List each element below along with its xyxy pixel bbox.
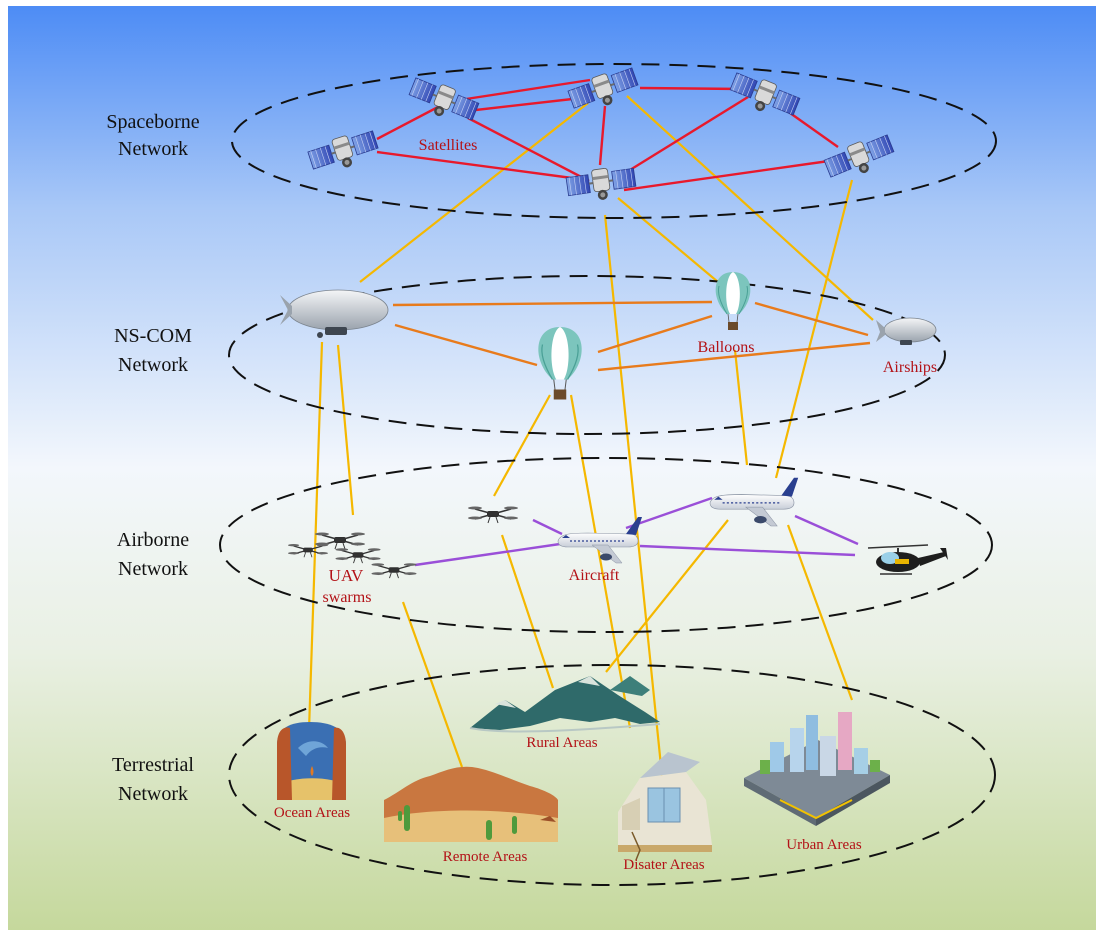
rural-label: Rural Areas [526,735,597,751]
ocean-icon [277,722,346,800]
spaceborne-ellipse [231,63,997,219]
nscom-title-line2: Network [118,354,188,376]
airship-icon [280,289,389,338]
terrestrial-title-line2: Network [118,783,188,805]
remote-label: Remote Areas [443,849,528,865]
airship-icon [876,317,937,345]
terrestrial-title-line1: Terrestrial [112,754,194,776]
airborne-title-line1: Airborne [117,529,189,551]
spaceborne-title-line1: Spaceborne [106,111,199,133]
disaster-label: Disater Areas [623,857,704,873]
nscom-links [392,300,871,372]
airborne-ellipse [219,457,993,633]
layer-titles: Spaceborne Network NS-COM Network Airbor… [106,111,199,805]
uav-label-line2: swarms [323,589,372,606]
uav-label-line1: UAV [329,566,364,585]
nscom-title-line1: NS-COM [114,325,192,347]
airborne-title-line2: Network [118,558,188,580]
terrestrial-ellipse [228,664,996,886]
mountains-icon [469,676,661,733]
sky-background [8,6,1096,930]
damaged-building-icon [618,752,712,861]
ocean-label: Ocean Areas [274,805,350,821]
balloons-label: Balloons [698,339,755,356]
aircraft-label: Aircraft [569,567,620,584]
desert-icon [384,766,558,842]
helicopter-icon [867,544,948,575]
satellites-label: Satellites [419,137,478,154]
airborne-links [414,496,859,567]
nscom-ellipse [228,275,946,435]
inter-layer-links [307,95,874,836]
urban-label: Urban Areas [786,837,862,853]
airships-label: Airships [883,359,937,376]
spaceborne-title-line2: Network [118,138,188,160]
city-icon [744,712,890,826]
